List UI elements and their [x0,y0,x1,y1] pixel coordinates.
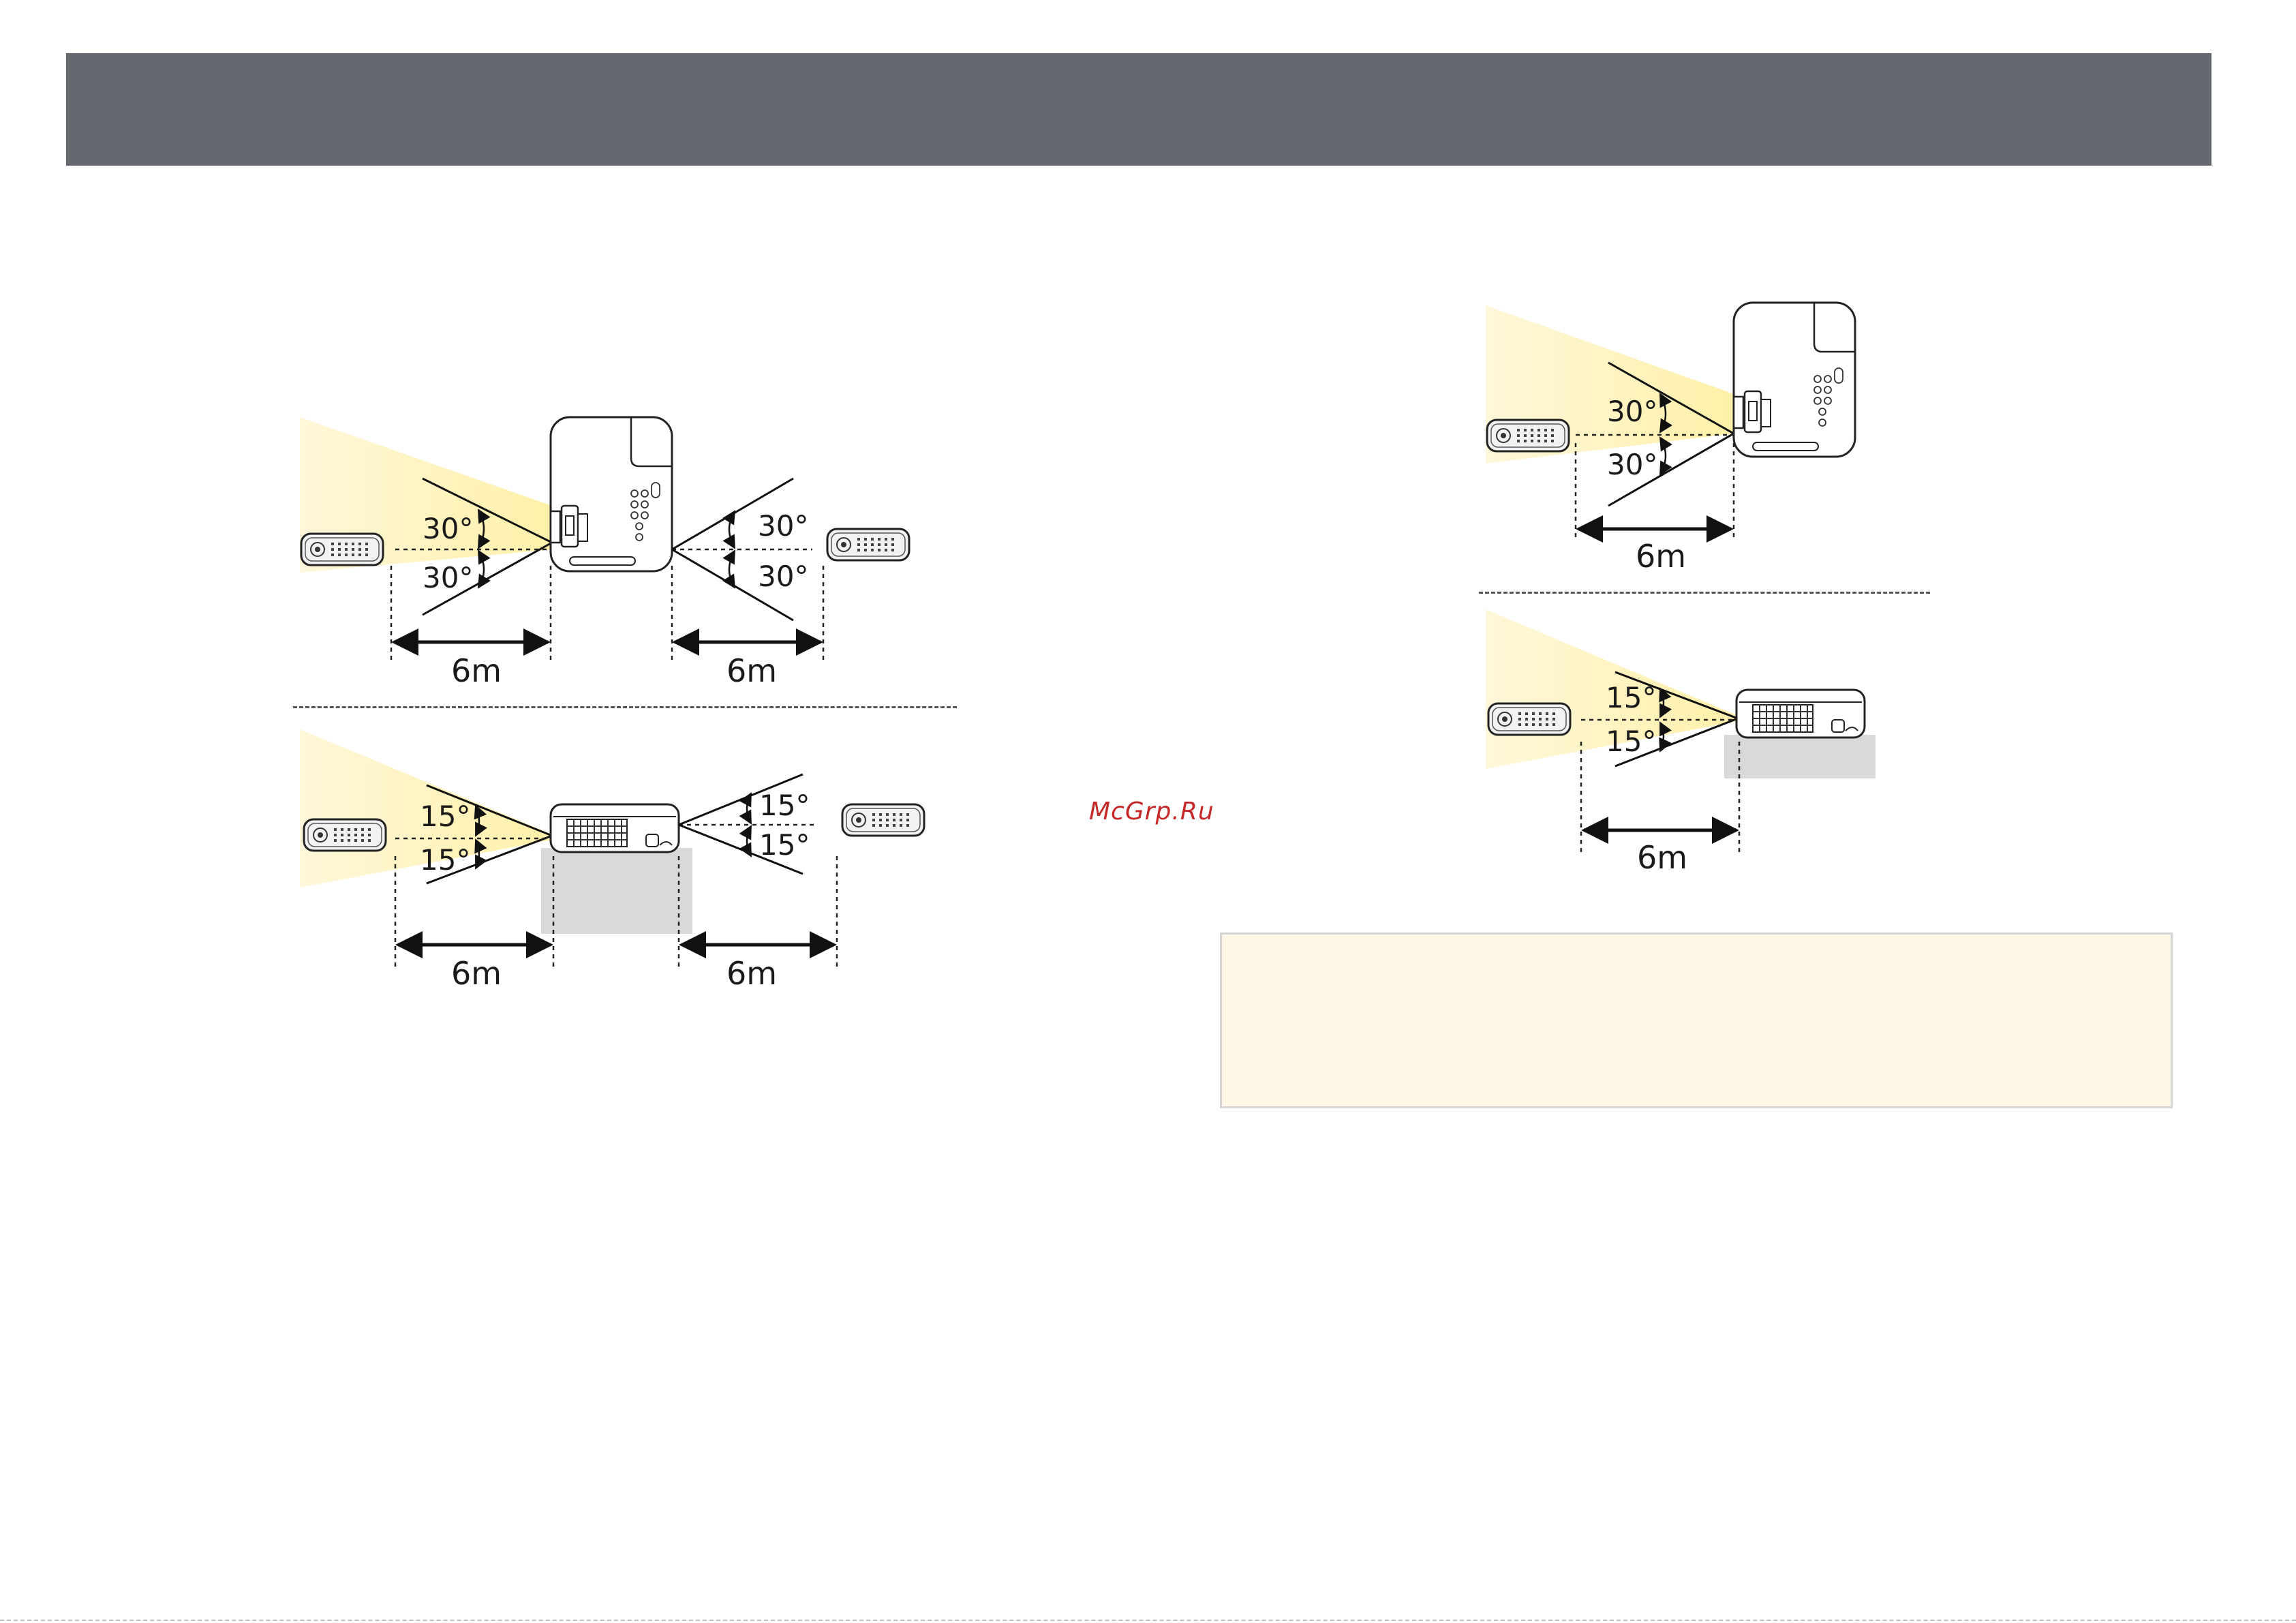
angle-upper-label: 15° [420,800,470,833]
angle-upper-label: 30° [423,512,473,545]
remote-control-icon [1488,703,1570,735]
angle-lower-label: 15° [420,843,470,877]
angle-upper-right-label: 30° [758,509,808,543]
projector-side-icon [551,804,679,852]
figure-side-view-front: 15° 15° 6m [1479,605,1874,878]
angle-lower-label: 30° [1607,448,1657,481]
angle-lower-right-label: 15° [759,828,810,862]
figure-top-view-front-rear: 30° 30° 30° 30° 6m 6m [293,409,947,695]
remote-control-icon [301,534,383,565]
distance-right-label: 6m [726,955,777,992]
table-surface [541,848,692,934]
projector-side-icon [1736,690,1865,738]
angle-upper-label: 15° [1606,681,1656,714]
projector-top-icon [551,417,672,571]
projector-top-icon [1734,303,1855,457]
angle-lower-right-label: 30° [758,560,808,593]
bottom-rule [0,1620,2296,1621]
note-box [1220,932,2173,1108]
remote-control-icon [304,819,386,851]
angle-upper-right-label: 15° [759,789,810,822]
header-bar [66,53,2211,166]
angle-upper-label: 30° [1607,395,1657,428]
figure-top-view-front: 30° 30° 6m [1479,300,1874,579]
distance-left-label: 6m [451,955,502,992]
watermark-text: McGrp.Ru [1089,798,1214,825]
distance-left-label: 6m [451,652,502,689]
figure-side-view-front-rear: 15° 15° 15° 15° 6m 6m [293,723,947,995]
angle-lower-label: 15° [1606,725,1656,758]
remote-control-icon [842,804,924,836]
figure-divider [1479,592,1930,594]
remote-control-icon [827,529,909,560]
figure-divider [293,706,957,708]
distance-label: 6m [1637,839,1687,876]
table-surface [1724,735,1876,778]
angle-lower-label: 30° [423,561,473,594]
distance-label: 6m [1636,538,1686,575]
distance-right-label: 6m [726,652,777,689]
remote-control-icon [1487,420,1569,451]
